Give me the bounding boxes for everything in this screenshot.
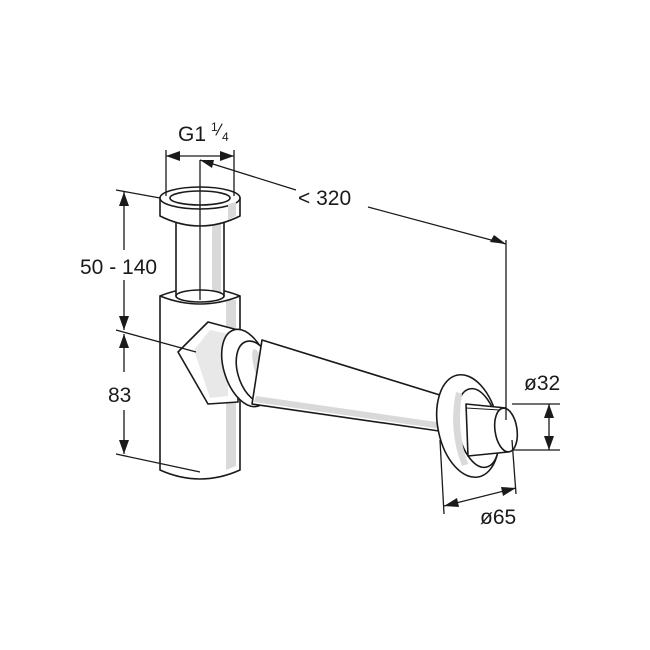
dimension-thread	[165, 150, 235, 196]
thread-label-numerator: 1	[211, 120, 218, 134]
thread-label-denominator: 4	[222, 130, 229, 144]
thread-fraction-slash	[215, 123, 223, 136]
arrow-end	[490, 235, 506, 244]
arrow-left	[166, 151, 180, 161]
dimension-outlet-diameter	[512, 403, 560, 451]
height-lower-label: 83	[108, 384, 131, 407]
outlet-pipe	[251, 339, 457, 433]
outlet-diameter-label: ø32	[524, 372, 560, 395]
arrow-right	[220, 151, 234, 161]
wall-rosette	[435, 373, 519, 479]
dimension-length	[199, 159, 507, 420]
rosette-diameter-label: ø65	[480, 506, 516, 529]
dimension-heights	[115, 189, 201, 473]
length-label: < 320	[298, 187, 351, 210]
arrow-start	[200, 160, 214, 168]
height-range-label: 50 - 140	[80, 256, 157, 279]
thread-label-base: G1	[178, 123, 206, 146]
dimension-rosette-diameter	[439, 439, 517, 515]
